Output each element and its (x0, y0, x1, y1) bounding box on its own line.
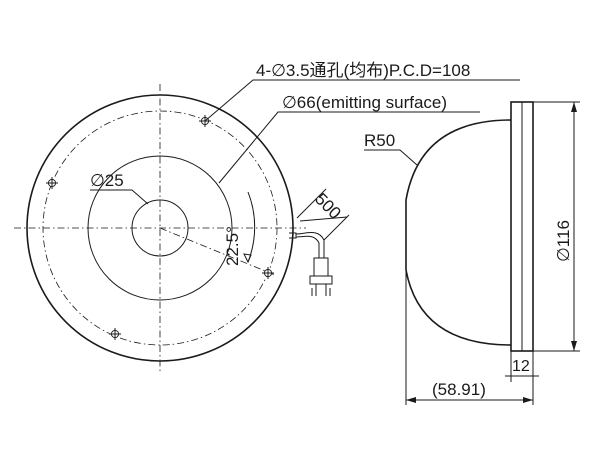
cable-dimension (296, 188, 327, 219)
center-hole-label: ∅25 (90, 171, 124, 190)
radius-leader (364, 149, 418, 166)
angle-arc (247, 191, 256, 263)
dome-profile (405, 119, 512, 346)
emitting-leader (218, 111, 480, 184)
side-view (364, 101, 580, 405)
cable-assembly (289, 232, 333, 296)
flange-label: 12 (512, 358, 530, 375)
front-view (14, 79, 520, 372)
emitting-label: ∅66(emitting surface) (282, 93, 447, 112)
diameter-label: ∅116 (554, 220, 573, 262)
angle-centerline (159, 227, 276, 276)
depth-label: (58.91) (432, 380, 486, 399)
angle-label: 22.5° (223, 226, 242, 266)
radius-label: R50 (364, 131, 395, 150)
holes-label: 4-∅3.5通孔(均布)P.C.D=108 (256, 61, 470, 80)
holes-leader (204, 79, 520, 122)
center-hole-leader (90, 189, 149, 205)
